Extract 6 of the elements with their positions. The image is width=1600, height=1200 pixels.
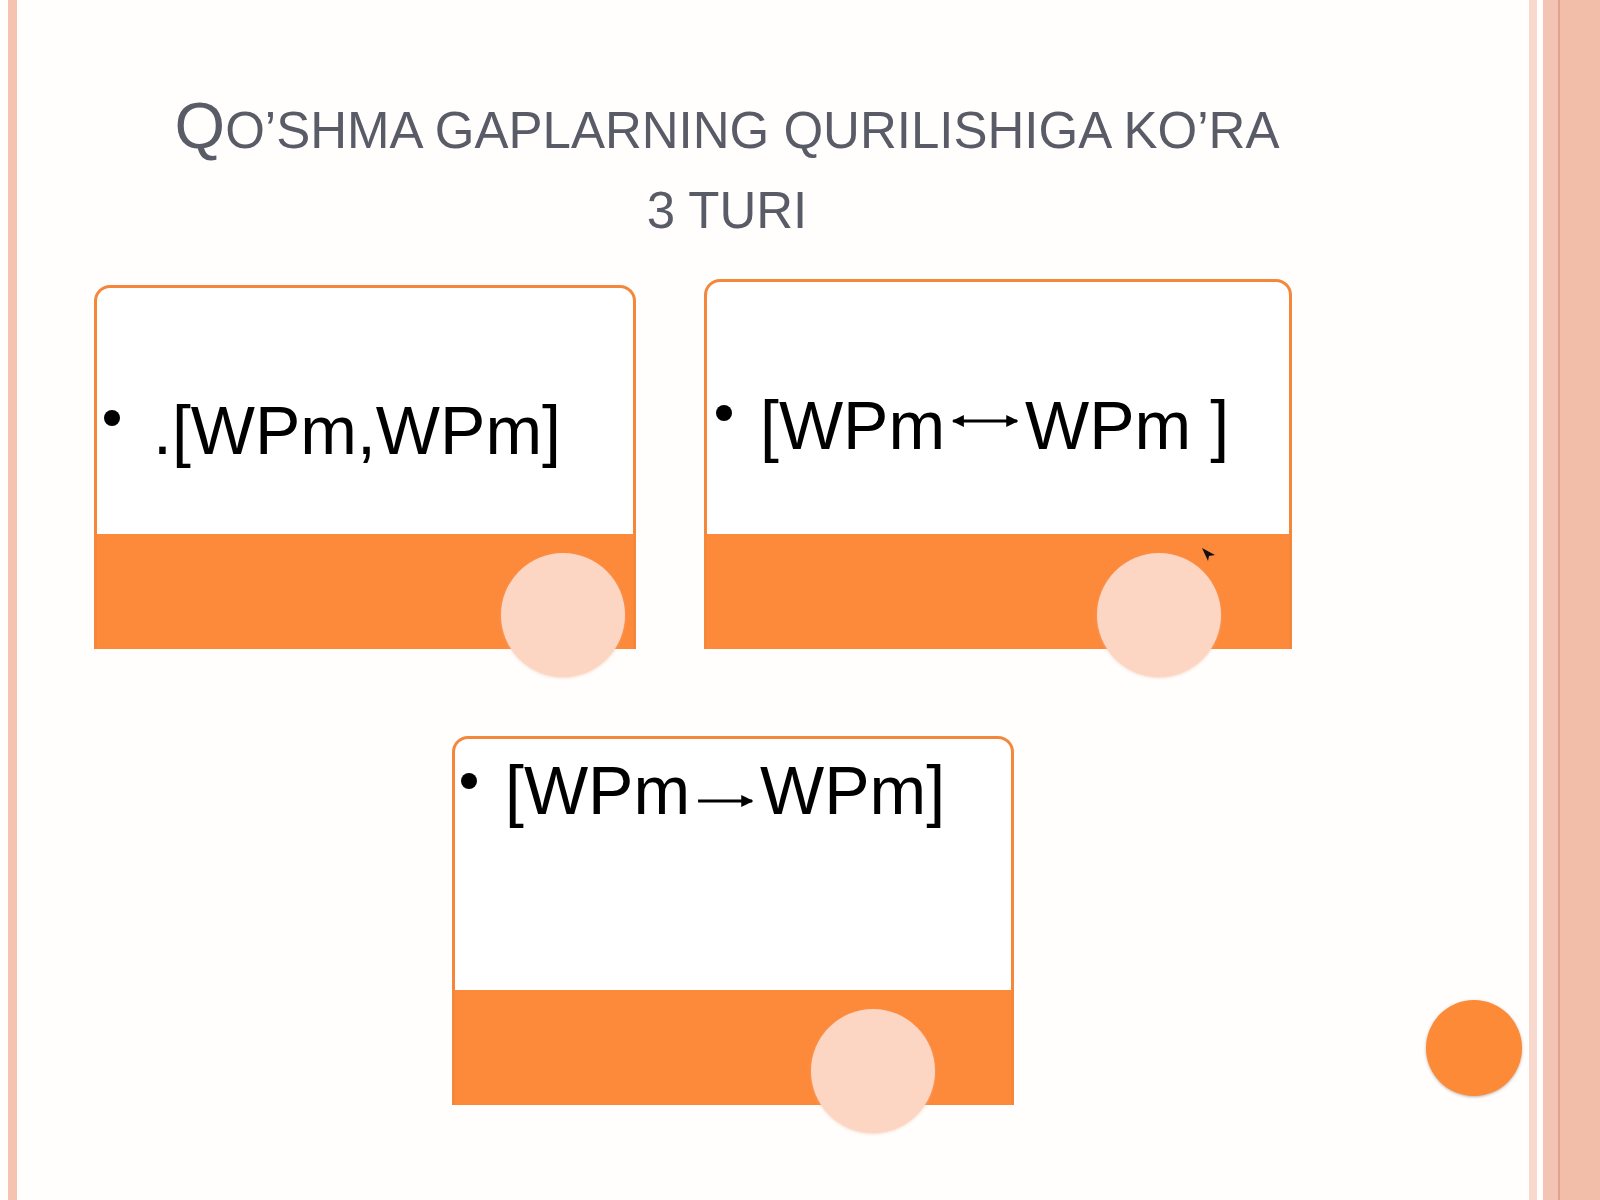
slide-title: QO’SHMA GAPLARNING QURILISHIGA KO’RA 3 TURI [173,88,1281,241]
card [704,279,1292,649]
arrow [698,795,754,807]
arrow [951,415,1019,427]
card [452,736,1014,1105]
card [94,285,636,649]
